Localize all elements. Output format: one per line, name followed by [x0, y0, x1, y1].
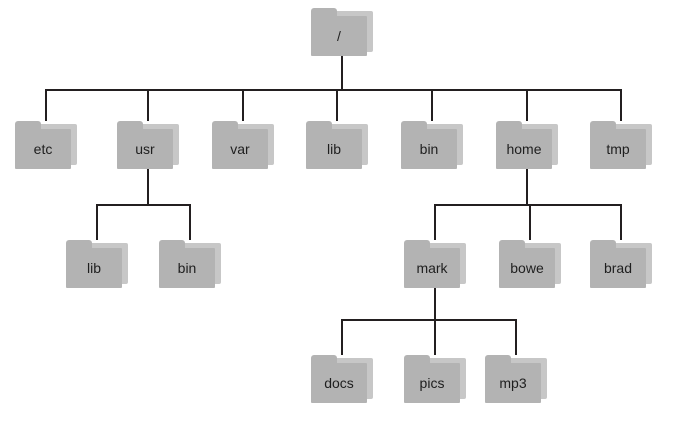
folder-tab-icon	[159, 240, 185, 250]
folder-icon: pics	[404, 363, 460, 403]
folder-node-tmp: tmp	[590, 121, 652, 169]
folder-node-var: var	[212, 121, 274, 169]
folder-label: bin	[419, 141, 439, 157]
folder-tab-icon	[401, 121, 427, 131]
folder-tab-icon	[15, 121, 41, 131]
folder-label: bowe	[510, 260, 544, 276]
folder-tab-icon	[590, 240, 616, 250]
folder-label: var	[230, 141, 250, 157]
folder-node-usr-bin: bin	[159, 240, 221, 288]
folder-tab-icon	[496, 121, 522, 131]
folder-tab-icon	[66, 240, 92, 250]
folder-icon: bin	[401, 129, 457, 169]
folder-icon: home	[496, 129, 552, 169]
folder-label: lib	[86, 260, 101, 276]
folder-node-usr-lib: lib	[66, 240, 128, 288]
folder-label: brad	[603, 260, 633, 276]
folder-label: usr	[135, 141, 155, 157]
folder-label: tmp	[606, 141, 630, 157]
folder-label: pics	[419, 375, 445, 391]
folder-node-usr: usr	[117, 121, 179, 169]
folder-icon: usr	[117, 129, 173, 169]
folder-label: etc	[33, 141, 53, 157]
folder-tab-icon	[117, 121, 143, 131]
folder-node-mark: mark	[404, 240, 466, 288]
folder-tab-icon	[306, 121, 332, 131]
folder-node-mp3: mp3	[485, 355, 547, 403]
folder-tab-icon	[590, 121, 616, 131]
folder-node-etc: etc	[15, 121, 77, 169]
folder-tab-icon	[311, 355, 337, 365]
folder-label: mark	[416, 260, 448, 276]
folder-label: docs	[324, 375, 354, 391]
folder-icon: docs	[311, 363, 367, 403]
folder-node-home: home	[496, 121, 558, 169]
folder-icon: var	[212, 129, 268, 169]
folder-tab-icon	[485, 355, 511, 365]
folder-label: home	[506, 141, 542, 157]
folder-node-bin: bin	[401, 121, 463, 169]
folder-icon: bowe	[499, 248, 555, 288]
folder-icon: /	[311, 16, 367, 56]
folder-tab-icon	[404, 355, 430, 365]
folder-node-pics: pics	[404, 355, 466, 403]
folder-tab-icon	[499, 240, 525, 250]
folder-node-bowe: bowe	[499, 240, 561, 288]
folder-label: /	[337, 28, 341, 44]
folder-node-docs: docs	[311, 355, 373, 403]
folder-icon: tmp	[590, 129, 646, 169]
folder-label: lib	[326, 141, 341, 157]
folder-icon: mp3	[485, 363, 541, 403]
folder-node-brad: brad	[590, 240, 652, 288]
folder-icon: brad	[590, 248, 646, 288]
folder-node-lib: lib	[306, 121, 368, 169]
folder-tab-icon	[212, 121, 238, 131]
folder-tab-icon	[404, 240, 430, 250]
folder-icon: lib	[306, 129, 362, 169]
folder-tab-icon	[311, 8, 337, 18]
folder-icon: etc	[15, 129, 71, 169]
folder-label: bin	[177, 260, 197, 276]
folder-label: mp3	[499, 375, 527, 391]
folder-node-root: /	[311, 8, 373, 56]
folder-icon: bin	[159, 248, 215, 288]
folder-icon: lib	[66, 248, 122, 288]
folder-icon: mark	[404, 248, 460, 288]
